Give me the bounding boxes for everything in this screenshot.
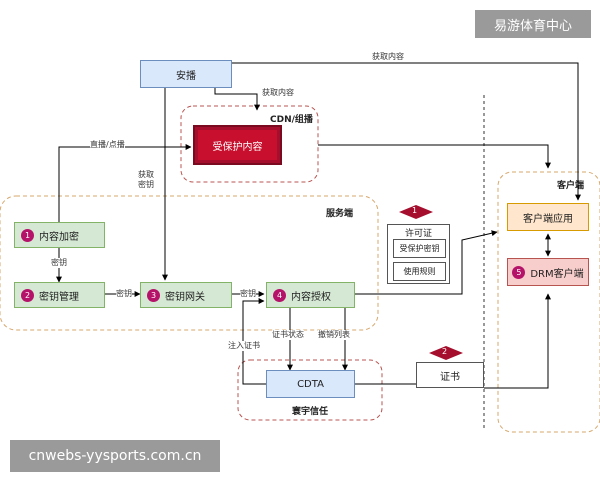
edge-cert-to-drm [484, 293, 551, 389]
protected-content-inner: 受保护内容 [198, 130, 277, 160]
edge-label-fetch-key: 获取 密钥 [138, 170, 154, 190]
license-card[interactable]: 许可证 受保护密钥 使用规则 [387, 224, 450, 284]
anbo-node[interactable]: 安播 [140, 60, 232, 88]
edge-label-gateway-auth: 密钥 [240, 289, 256, 299]
edge-label-cert-status: 证书状态 [272, 330, 304, 340]
cdta-node[interactable]: CDTA [266, 370, 355, 398]
cert-marker-shape [429, 346, 463, 360]
content-auth-node[interactable]: 4 内容授权 [266, 282, 355, 308]
step-1-badge: 1 [21, 228, 34, 242]
step-2-badge: 2 [21, 288, 34, 302]
client-zone [497, 171, 600, 433]
edge-label-keymgmt-gateway: 密钥 [116, 289, 132, 299]
edge-label-fetch-top: 获取内容 [372, 52, 404, 61]
cdn-zone [180, 105, 319, 183]
client-app-node[interactable]: 客户端应用 [507, 203, 589, 231]
license-marker-shape [399, 205, 433, 219]
content-auth-label: 内容授权 [291, 291, 331, 303]
edge-label-revoke-list: 撤销列表 [318, 330, 350, 340]
watermark-top: 易游体育中心 [475, 10, 591, 38]
edge-label-key-vertical: 密钥 [51, 258, 67, 268]
edge-cdn-to-client [318, 144, 551, 169]
cert-box[interactable]: 证书 [416, 362, 484, 388]
cdn-zone-title: CDN/组播 [270, 115, 313, 125]
watermark-bottom: cnwebs-yysports.com.cn [10, 440, 220, 472]
protected-content-node[interactable]: 受保护内容 [193, 125, 282, 165]
edge-label-live-vod: 直播/点播 [90, 140, 125, 150]
key-mgmt-node[interactable]: 2 密钥管理 [14, 282, 105, 308]
client-zone-title: 客户端 [557, 181, 585, 191]
license-marker-number: 1 [412, 206, 418, 215]
license-item: 使用规则 [393, 262, 446, 281]
edge-anbo-to-client [232, 62, 581, 201]
server-zone-title: 服务端 [326, 209, 354, 219]
key-mgmt-label: 密钥管理 [39, 291, 79, 303]
content-encrypt-label: 内容加密 [39, 231, 79, 243]
edge-label-inject-cert: 注入证书 [228, 341, 260, 351]
step-4-badge: 4 [273, 288, 286, 302]
license-item: 受保护密钥 [393, 239, 446, 258]
edge-anbo-to-cdn [214, 88, 260, 111]
edge-label-fetch-cdn: 获取内容 [262, 88, 294, 97]
license-title: 许可证 [404, 229, 432, 239]
trust-zone-title: 寰宇信任 [292, 407, 329, 417]
content-encrypt-node[interactable]: 1 内容加密 [14, 222, 105, 248]
drm-client-label: DRM客户端 [530, 268, 584, 280]
server-zone [0, 195, 379, 331]
trust-zone [237, 359, 383, 421]
key-gateway-node[interactable]: 3 密钥网关 [140, 282, 232, 308]
cert-marker-number: 2 [442, 347, 448, 356]
edge-auth-to-client [355, 230, 498, 295]
key-gateway-label: 密钥网关 [165, 291, 205, 303]
step-3-badge: 3 [147, 288, 160, 302]
step-5-badge: 5 [512, 265, 526, 279]
drm-client-node[interactable]: 5 DRM客户端 [507, 258, 589, 286]
edge-encrypt-to-protected [58, 144, 192, 224]
